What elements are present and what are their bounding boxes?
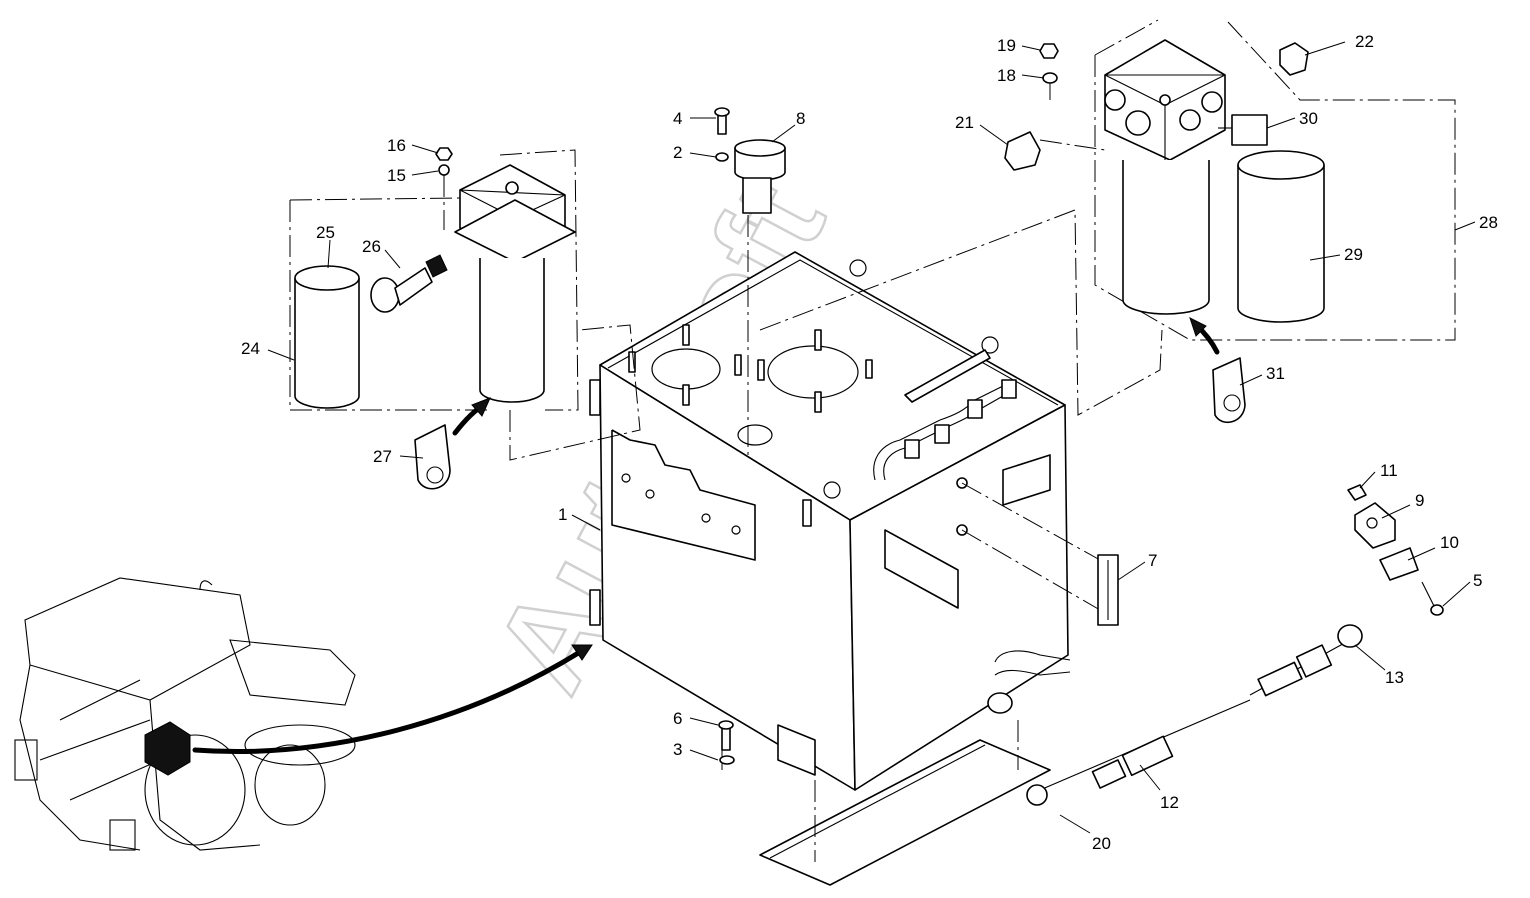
callout-22: 22 bbox=[1355, 32, 1374, 51]
callout-18: 18 bbox=[997, 66, 1016, 85]
filter-assembly-right bbox=[1004, 19, 1456, 341]
hydraulic-tank bbox=[589, 251, 1071, 791]
callout-8: 8 bbox=[796, 109, 805, 128]
machine-overview-sketch bbox=[14, 577, 356, 851]
locator-icon-31 bbox=[1212, 357, 1246, 424]
callout-3: 3 bbox=[673, 740, 682, 759]
callout-20: 20 bbox=[1092, 834, 1111, 853]
callout-13: 13 bbox=[1385, 668, 1404, 687]
callout-12: 12 bbox=[1160, 793, 1179, 812]
callout-27: 27 bbox=[373, 447, 392, 466]
callout-7: 7 bbox=[1148, 551, 1157, 570]
reference-arrows bbox=[192, 317, 1220, 755]
callout-10: 10 bbox=[1440, 533, 1459, 552]
callout-6: 6 bbox=[673, 709, 682, 728]
callout-26: 26 bbox=[362, 237, 381, 256]
callout-29: 29 bbox=[1344, 245, 1363, 264]
leader-lines bbox=[267, 41, 1476, 834]
callout-1: 1 bbox=[558, 505, 567, 524]
mounting-base-plate bbox=[759, 739, 1051, 886]
callout-30: 30 bbox=[1299, 109, 1318, 128]
callout-2: 2 bbox=[673, 143, 682, 162]
clamp-assembly bbox=[1347, 484, 1444, 616]
sight-glass bbox=[1097, 554, 1119, 626]
filler-cap-assembly bbox=[714, 107, 786, 765]
tank-studs bbox=[628, 324, 873, 413]
callout-31: 31 bbox=[1266, 364, 1285, 383]
return-filter-assembly-left bbox=[289, 147, 579, 411]
callout-11: 11 bbox=[1380, 461, 1398, 480]
callout-5: 5 bbox=[1473, 571, 1482, 590]
callout-16: 16 bbox=[387, 136, 406, 155]
callout-labels: 1 2 3 4 5 6 7 8 9 10 11 12 13 15 16 18 1… bbox=[241, 32, 1498, 853]
callout-15: 15 bbox=[387, 166, 406, 185]
callout-21: 21 bbox=[955, 113, 974, 132]
callout-4: 4 bbox=[673, 109, 682, 128]
callout-28: 28 bbox=[1479, 213, 1498, 232]
callout-25: 25 bbox=[316, 223, 335, 242]
hose-assembly bbox=[987, 624, 1363, 806]
callout-24: 24 bbox=[241, 339, 260, 358]
callout-9: 9 bbox=[1415, 491, 1424, 510]
callout-19: 19 bbox=[997, 36, 1016, 55]
assembly-center-lines bbox=[509, 180, 1163, 862]
locator-icon-27 bbox=[414, 424, 451, 490]
